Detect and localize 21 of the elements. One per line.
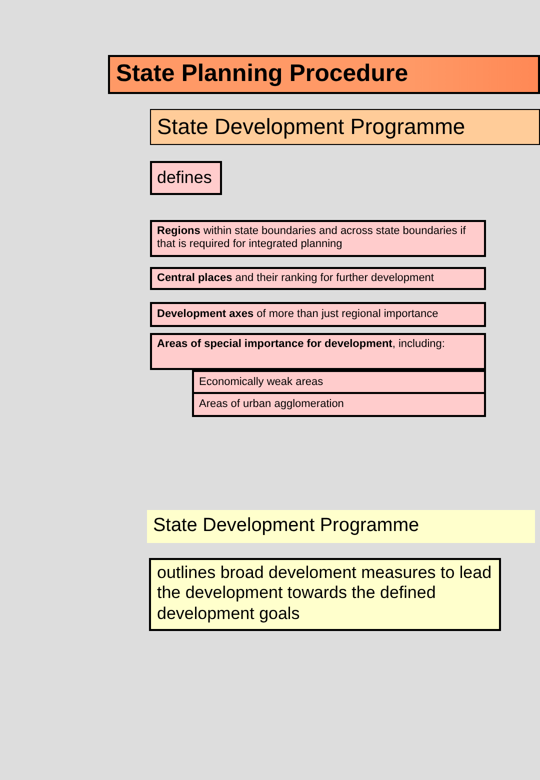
node-text: Central places and their ranking for further development — [157, 272, 435, 286]
label-box — [150, 161, 222, 196]
sub-item-box — [192, 392, 486, 418]
node-text: State Development Programme — [157, 114, 466, 140]
list-item-box — [150, 220, 486, 257]
node-text: Areas of urban agglomeration — [199, 398, 345, 412]
node-text: Development axes of more than just regional importance — [157, 308, 440, 322]
node-text: Economically weak areas — [199, 376, 324, 390]
node-text: defines — [157, 168, 213, 188]
heading-box — [147, 510, 535, 543]
title-banner — [108, 55, 540, 94]
node-text: outlines broad develoment measures to lead the development towards the defined development goals — [157, 563, 493, 624]
node-text: Areas of special importance for development, including: — [157, 338, 446, 352]
node-text: Regions within state boundaries and across state boundaries if that is required for integrated planning — [157, 225, 467, 252]
list-item-box — [150, 333, 486, 370]
list-item-box — [150, 267, 486, 290]
description-box — [149, 558, 501, 631]
node-text: State Development Programme — [153, 515, 420, 538]
heading-box — [150, 109, 540, 146]
node-text: State Planning Procedure — [116, 60, 410, 89]
list-item-box — [150, 302, 486, 328]
